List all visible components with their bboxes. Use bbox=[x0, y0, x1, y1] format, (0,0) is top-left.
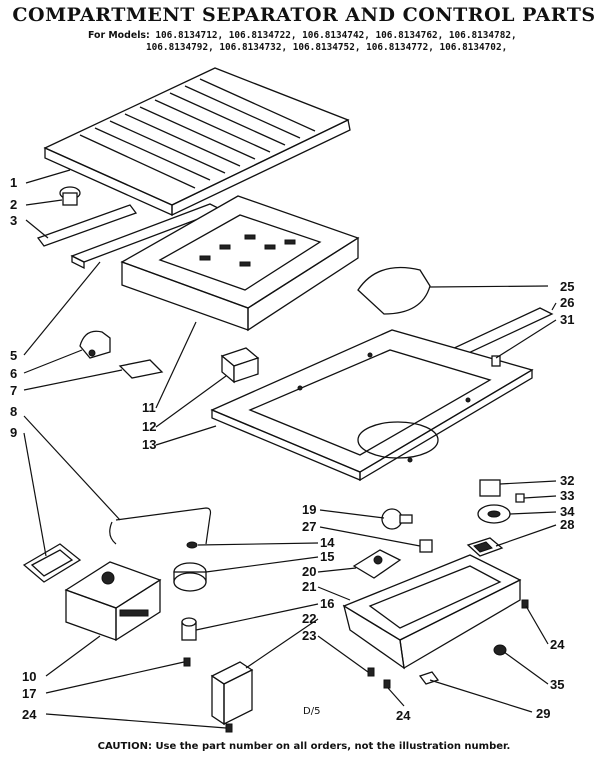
callout-10: 10 bbox=[22, 669, 36, 684]
part-thermostat-clip bbox=[479, 479, 501, 497]
callout-19: 19 bbox=[302, 502, 316, 517]
callout-14: 14 bbox=[320, 535, 335, 550]
callout-25: 25 bbox=[560, 279, 574, 294]
callout-33: 33 bbox=[560, 488, 574, 503]
callout-21: 21 bbox=[302, 579, 316, 594]
part-screw-31 bbox=[491, 355, 501, 367]
models-line-1: 106.8134712, 106.8134722, 106.8134742, 1… bbox=[155, 30, 517, 41]
callout-23: 23 bbox=[302, 628, 316, 643]
part-light-housing bbox=[352, 549, 402, 579]
part-separator-panel bbox=[210, 329, 534, 482]
callout-2: 2 bbox=[10, 197, 17, 212]
callout-26: 26 bbox=[560, 295, 574, 310]
callout-29: 29 bbox=[536, 706, 550, 721]
callout-24-right: 24 bbox=[550, 637, 565, 652]
part-switch bbox=[466, 537, 504, 557]
part-frame bbox=[22, 543, 82, 583]
callout-12: 12 bbox=[142, 419, 156, 434]
part-gasket bbox=[357, 266, 431, 315]
callout-31: 31 bbox=[560, 312, 574, 327]
part-screw-17 bbox=[183, 657, 191, 667]
part-lower-housing bbox=[342, 554, 522, 670]
callout-16: 16 bbox=[320, 596, 334, 611]
callout-20: 20 bbox=[302, 564, 316, 579]
part-control-knob-base bbox=[173, 562, 207, 592]
callout-6: 6 bbox=[10, 366, 17, 381]
callout-7: 7 bbox=[10, 383, 17, 398]
model-list: For Models: 106.8134712, 106.8134722, 10… bbox=[88, 30, 558, 54]
part-capillary-tube bbox=[109, 507, 212, 545]
callout-24-bottom: 24 bbox=[396, 708, 411, 723]
callout-1: 1 bbox=[10, 175, 17, 190]
callout-9: 9 bbox=[10, 425, 17, 440]
drawing-code: D/5 bbox=[303, 706, 321, 717]
part-clip-27 bbox=[419, 539, 433, 553]
part-screw-14 bbox=[186, 541, 198, 549]
callout-13: 13 bbox=[142, 437, 156, 452]
callouts: 1 2 3 5 6 7 8 9 10 17 24 11 12 13 25 26 … bbox=[10, 175, 575, 723]
callout-22: 22 bbox=[302, 611, 316, 626]
callout-17: 17 bbox=[22, 686, 36, 701]
part-screws-24 bbox=[225, 599, 529, 733]
callout-11: 11 bbox=[142, 400, 156, 415]
callout-8: 8 bbox=[10, 404, 17, 419]
page-title: COMPARTMENT SEPARATOR AND CONTROL PARTS bbox=[12, 4, 596, 26]
part-bulb bbox=[381, 508, 413, 530]
models-line-2: 106.8134792, 106.8134732, 106.8134752, 1… bbox=[146, 42, 508, 53]
part-rod bbox=[36, 204, 138, 247]
part-tray bbox=[120, 195, 360, 332]
leader-lines bbox=[23, 169, 557, 729]
part-light-socket bbox=[477, 504, 511, 524]
part-block bbox=[220, 347, 260, 384]
part-damper bbox=[79, 330, 111, 359]
models-prefix: For Models: bbox=[88, 30, 150, 41]
callout-28: 28 bbox=[560, 517, 574, 532]
part-shaft bbox=[181, 617, 197, 641]
caution-note: CAUTION: Use the part number on all orde… bbox=[97, 741, 511, 752]
callout-35: 35 bbox=[550, 677, 564, 692]
part-nut-35 bbox=[493, 644, 507, 656]
callout-15: 15 bbox=[320, 549, 334, 564]
part-shelf-top bbox=[43, 67, 351, 217]
callout-32: 32 bbox=[560, 473, 574, 488]
callout-24-left: 24 bbox=[22, 707, 37, 722]
part-bracket-22 bbox=[210, 661, 254, 726]
part-control-housing bbox=[64, 561, 162, 642]
callout-5: 5 bbox=[10, 348, 17, 363]
part-bracket bbox=[118, 359, 164, 379]
part-knob bbox=[59, 186, 81, 206]
callout-27: 27 bbox=[302, 519, 316, 534]
callout-3: 3 bbox=[10, 213, 17, 228]
part-screw-33 bbox=[515, 493, 525, 503]
callout-34: 34 bbox=[560, 504, 575, 519]
